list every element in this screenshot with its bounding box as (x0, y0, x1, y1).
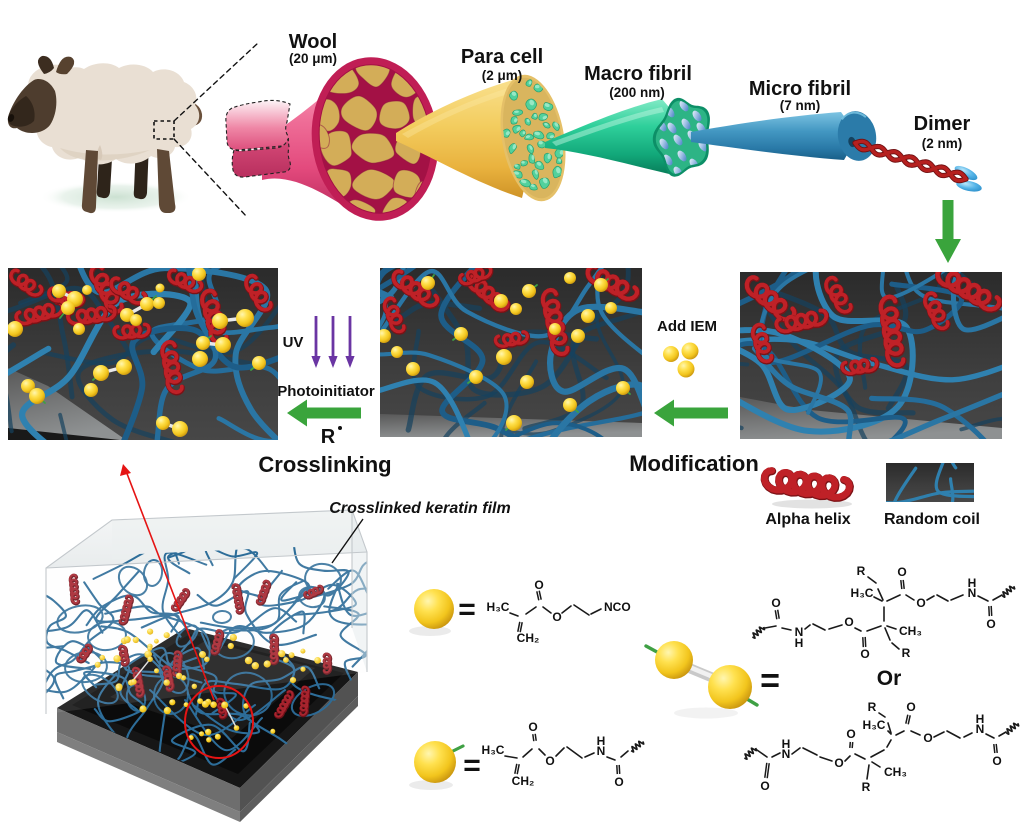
xb-o-ester-left: O (834, 756, 843, 770)
iem-ch2-label: CH₂ (517, 631, 540, 645)
equals-sign-grafted: = (463, 749, 481, 782)
grafted-h-label: H (597, 734, 606, 748)
arrow-left-green-crosslinking (287, 399, 361, 427)
iem-o-carbonyl-label: O (534, 578, 543, 592)
legend-alpha-helix-label: Alpha helix (765, 511, 850, 528)
label-micro: Micro fibril(7 nm) (749, 78, 851, 113)
micro-fibril-cone (691, 111, 877, 161)
xb-n-left: N (782, 747, 791, 761)
film-label-group: Crosslinked keratin film (329, 500, 511, 564)
label-crosslinked-keratin-film: Crosslinked keratin film (329, 500, 510, 517)
dimer-size-label: (2 nm) (922, 136, 963, 151)
keratin-film-3d (45, 509, 368, 822)
xb-o-carbonyl-right: O (906, 700, 915, 714)
uv-arrows-purple (311, 316, 355, 368)
micro-size-label: (7 nm) (780, 98, 821, 113)
label-dimer: Dimer(2 nm) (914, 113, 971, 151)
xa-o-amide-right: O (986, 617, 995, 631)
iem-h3c-label: H₃C (487, 600, 510, 614)
label-uv: UV (283, 334, 304, 351)
panel-keratin-network (740, 272, 1002, 439)
xb-r-bottom: R (862, 780, 871, 794)
label-modification: Modification (629, 451, 759, 476)
equals-sign-crosslink: = (760, 662, 780, 700)
chem-crosslink-dumbbell: = (644, 641, 780, 719)
grafted-n-label: N (597, 744, 606, 758)
label-wool: Wool(20 μm) (289, 31, 338, 66)
label-crosslinking: Crosslinking (258, 452, 391, 477)
xa-o-amide-left: O (771, 596, 780, 610)
dimer-coiled-coil (852, 138, 982, 192)
xb-h-left: H (782, 737, 791, 751)
legend-random-coil: Random coil (884, 463, 980, 528)
equals-sign-iem: = (458, 593, 476, 626)
macro-fibril-cone (545, 97, 710, 177)
iem-nco-label: NCO (604, 600, 631, 614)
xa-r-top: R (857, 564, 866, 578)
wool-size-label: (20 μm) (289, 51, 337, 66)
xa-h-right: H (968, 576, 977, 590)
panel-modified-keratin (380, 268, 642, 437)
grafted-ch2-label: CH₂ (512, 774, 535, 788)
xa-h3c: H₃C (851, 586, 874, 600)
xa-n-left: N (795, 625, 804, 639)
xa-ch3: CH₃ (899, 624, 922, 638)
zoom-dashed-lines (153, 42, 259, 218)
arrow-left-green-modification (654, 399, 728, 427)
xb-r-top: R (868, 700, 877, 714)
label-add-iem: Add IEM (657, 318, 717, 335)
wool-name-label: Wool (289, 31, 338, 53)
grafted-h3c-label: H₃C (482, 743, 505, 757)
xa-o-ester-left: O (844, 615, 853, 629)
chem-iem-structure: = H₃C CH₂ O O NCO (409, 578, 631, 645)
red-highlight (120, 464, 254, 759)
xa-o-ester-right: O (916, 596, 925, 610)
label-macro: Macro fibril(200 nm) (584, 63, 692, 100)
para-name-label: Para cell (461, 46, 543, 68)
label-radical: R (321, 426, 336, 448)
xb-ch3: CH₃ (884, 765, 907, 779)
xa-n-right: N (968, 586, 977, 600)
chem-grafted-structure: =H₃C CH₂ O O NH O (409, 720, 645, 790)
panel-crosslinked-network (8, 268, 278, 440)
xa-o-carbonyl-right: O (897, 565, 906, 579)
xb-o-carbonyl-left: O (846, 727, 855, 741)
macro-size-label: (200 nm) (609, 85, 665, 100)
iem-spheres (663, 342, 699, 378)
xb-h-right: H (976, 712, 985, 726)
xa-o-carbonyl-left: O (860, 647, 869, 661)
macro-name-label: Macro fibril (584, 63, 692, 85)
xb-n-right: N (976, 722, 985, 736)
grafted-o-amide-label: O (614, 775, 623, 789)
micro-name-label: Micro fibril (749, 78, 851, 100)
xb-o-ester-right: O (923, 731, 932, 745)
iem-o-ester-label: O (552, 610, 561, 624)
grafted-o-ester-label: O (545, 754, 554, 768)
legend-random-coil-label: Random coil (884, 511, 980, 528)
add-iem-annotation: Add IEM Modification (629, 318, 759, 476)
xb-o-amide-right: O (992, 754, 1001, 768)
or-label: Or (877, 667, 902, 690)
label-para: Para cell(2 μm) (461, 46, 543, 83)
para-size-label: (2 μm) (482, 68, 523, 83)
radical-dot (338, 426, 342, 430)
legend-alpha-helix: Alpha helix (760, 467, 854, 528)
dimer-name-label: Dimer (914, 113, 971, 135)
label-photoinitiator: Photoinitiator (277, 383, 375, 400)
grafted-o-carbonyl-label: O (528, 720, 537, 734)
xa-h-left: H (795, 636, 804, 650)
xa-r-bottom: R (902, 646, 911, 660)
xb-o-amide-left: O (760, 779, 769, 793)
para-cell-cone (396, 74, 566, 202)
xb-h3c: H₃C (863, 718, 886, 732)
arrow-down-green (935, 200, 961, 263)
